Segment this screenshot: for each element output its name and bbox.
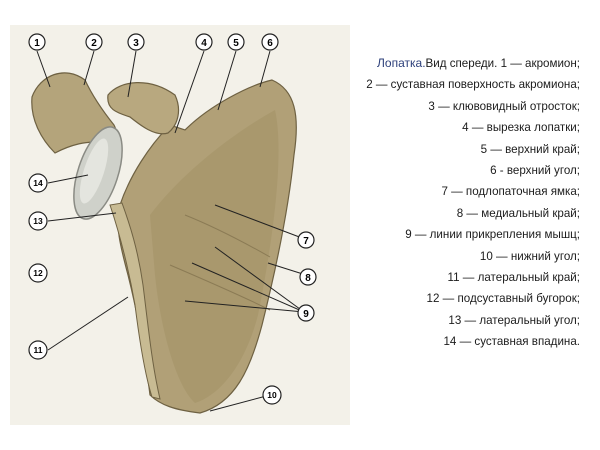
label-1-text: 1 xyxy=(34,38,40,49)
glenoid-cavity-highlight xyxy=(79,138,109,204)
label-circle-6: 6 xyxy=(261,33,279,51)
caption-line-10: 10 — нижний угол; xyxy=(479,249,580,263)
caption-line-8: 8 — медиальный край; xyxy=(456,206,580,220)
label-circle-12: 12 xyxy=(28,263,48,283)
caption-line-11: 11 — латеральный край; xyxy=(447,271,580,285)
label-8-text: 8 xyxy=(305,273,311,284)
caption-title-rest: Вид спереди. 1 — акромион; xyxy=(425,57,580,70)
caption-line-14: 14 — суставная впадина. xyxy=(443,335,580,349)
label-circle-5: 5 xyxy=(227,33,245,51)
muscle-line-1 xyxy=(184,214,271,258)
label-10-text: 10 xyxy=(267,390,277,400)
label-circle-13: 13 xyxy=(28,211,48,231)
label-11-text: 11 xyxy=(34,345,43,355)
label-12-text: 12 xyxy=(33,268,43,278)
label-3-text: 3 xyxy=(133,38,139,49)
caption-line-13: 13 — латеральный угол; xyxy=(448,313,580,327)
caption-title-word: Лопатка. xyxy=(377,56,426,70)
caption-line-5: 5 — верхний край; xyxy=(480,142,580,156)
label-circle-1: 1 xyxy=(28,33,46,51)
label-6-text: 6 xyxy=(267,38,273,49)
label-circle-11: 11 xyxy=(28,340,48,360)
label-14-text: 14 xyxy=(33,178,43,188)
label-circle-10: 10 xyxy=(262,385,282,405)
scapula-figure: 1 2 3 4 5 6 7 8 xyxy=(10,25,350,425)
label-9-text: 9 xyxy=(303,309,309,320)
subscapular-fossa-shading xyxy=(150,110,279,403)
label-5-text: 5 xyxy=(233,38,239,49)
caption-line-4: 4 — вырезка лопатки; xyxy=(462,121,580,135)
label-circle-2: 2 xyxy=(85,33,103,51)
leader-lines xyxy=(36,50,307,412)
caption-title-line: Лопатка.Вид спереди. 1 — акромион; xyxy=(356,53,580,74)
caption-line-2: 2 — суставная поверхность акромиона; xyxy=(366,78,580,92)
label-circle-7: 7 xyxy=(297,231,315,249)
label-13-text: 13 xyxy=(33,216,43,226)
muscle-line-2 xyxy=(169,264,271,311)
label-4-text: 4 xyxy=(201,38,207,49)
caption-line-7: 7 — подлопаточная ямка; xyxy=(441,185,580,199)
caption-line-6: 6 - верхний угол; xyxy=(490,164,580,178)
caption-line-9: 9 — линии прикрепления мышц; xyxy=(405,228,580,242)
label-circle-14: 14 xyxy=(28,173,48,193)
figure-caption: Лопатка.Вид спереди. 1 — акромион; 2 — с… xyxy=(356,53,580,353)
label-7-text: 7 xyxy=(303,236,309,247)
caption-line-12: 12 — подсуставный бугорок; xyxy=(426,292,580,306)
label-2-text: 2 xyxy=(91,38,97,49)
coracoid-process xyxy=(107,82,180,135)
label-circle-8: 8 xyxy=(299,268,317,286)
label-circle-4: 4 xyxy=(195,33,213,51)
caption-line-3: 3 — клювовидный отросток; xyxy=(428,99,580,113)
scapula-illustration: 1 2 3 4 5 6 7 8 xyxy=(10,25,350,425)
lateral-border-edge xyxy=(109,202,161,400)
label-circle-9: 9 xyxy=(297,304,315,322)
label-circle-3: 3 xyxy=(127,33,145,51)
